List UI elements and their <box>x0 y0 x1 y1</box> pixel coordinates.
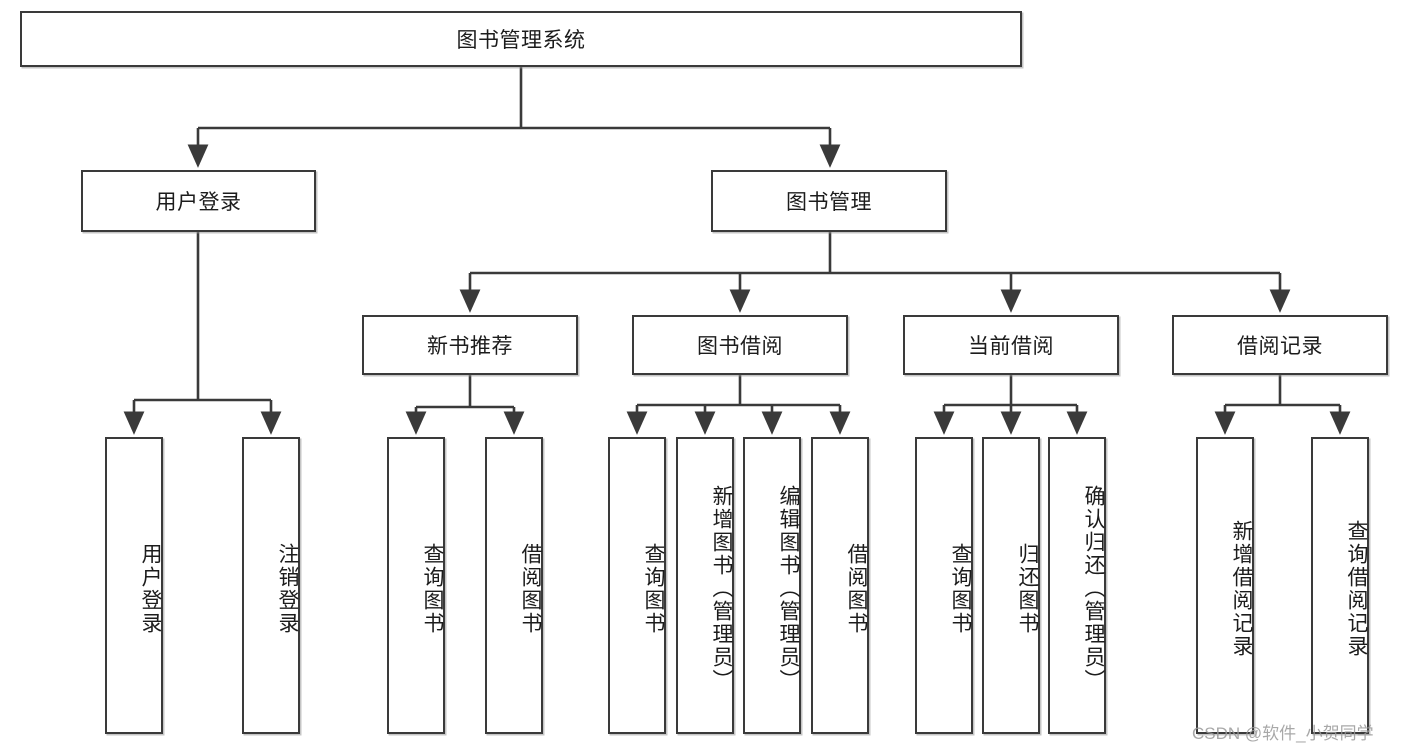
leaf-user-login-logout[interactable]: 注销登录 <box>242 437 300 734</box>
leaf-user-login-login[interactable]: 用户登录 <box>105 437 163 734</box>
watermark-text: CSDN @软件_小贺同学 <box>1192 724 1374 743</box>
leaf-borrow-borrow-book[interactable]: 借阅图书 <box>811 437 869 734</box>
leaf-borrow-query-book[interactable]: 查询图书 <box>608 437 666 734</box>
leaf-borrow-add-book[interactable]: 新增图书（管理员） <box>676 437 734 734</box>
node-current-borrow[interactable]: 当前借阅 <box>903 315 1119 375</box>
leaf-current-query-book[interactable]: 查询图书 <box>915 437 973 734</box>
node-book-management[interactable]: 图书管理 <box>711 170 947 232</box>
leaf-current-confirm-return[interactable]: 确认归还（管理员） <box>1048 437 1106 734</box>
leaf-new-book-query[interactable]: 查询图书 <box>387 437 445 734</box>
node-borrow-record[interactable]: 借阅记录 <box>1172 315 1388 375</box>
node-book-borrow[interactable]: 图书借阅 <box>632 315 848 375</box>
node-user-login[interactable]: 用户登录 <box>81 170 316 232</box>
leaf-record-add[interactable]: 新增借阅记录 <box>1196 437 1254 734</box>
leaf-current-return-book[interactable]: 归还图书 <box>982 437 1040 734</box>
leaf-new-book-borrow[interactable]: 借阅图书 <box>485 437 543 734</box>
node-root[interactable]: 图书管理系统 <box>20 11 1022 67</box>
leaf-record-query[interactable]: 查询借阅记录 <box>1311 437 1369 734</box>
node-new-book-recommend[interactable]: 新书推荐 <box>362 315 578 375</box>
leaf-borrow-edit-book[interactable]: 编辑图书（管理员） <box>743 437 801 734</box>
